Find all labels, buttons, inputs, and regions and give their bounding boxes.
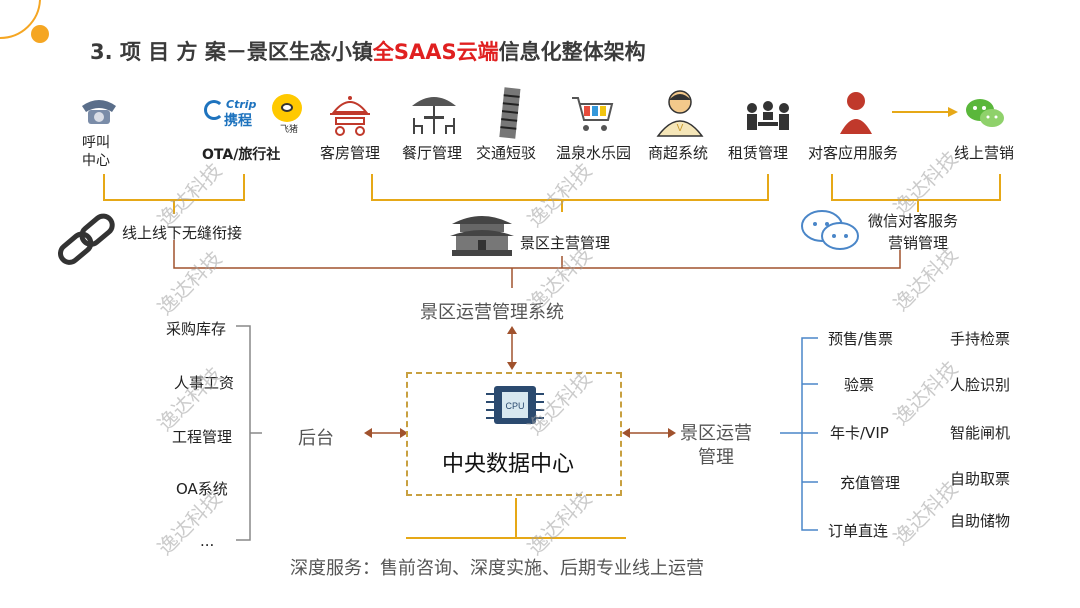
online-marketing-label: 线上营销 xyxy=(954,144,1015,162)
tower-icon xyxy=(499,87,521,139)
room-service-icon xyxy=(330,96,370,136)
customer-person-icon xyxy=(840,92,872,134)
data-center-box xyxy=(406,372,622,496)
deep-service-label: 深度服务：售前咨询、深度实施、后期专业线上运营 xyxy=(290,558,704,579)
data-center-label: 中央数据中心 xyxy=(442,452,575,477)
call-center-label: 呼叫 中心 xyxy=(82,135,110,169)
shopping-cart-icon xyxy=(572,97,614,131)
scenic-side-item: 自助取票 xyxy=(950,470,1011,488)
backend-item: 人事工资 xyxy=(174,374,235,392)
scenic-side-item: 自助储物 xyxy=(950,512,1011,530)
wechat-service-line2: 营销管理 xyxy=(888,234,949,252)
customer-service-label: 对客应用服务 xyxy=(808,144,899,162)
wechat-service-line1: 微信对客服务 xyxy=(868,212,959,230)
page-title: 3. 项 目 方 案－景区生态小镇全SAAS云端信息化整体架构 xyxy=(90,40,646,64)
backend-item: 采购库存 xyxy=(166,320,227,338)
scenic-side-item: 智能闸机 xyxy=(950,424,1011,442)
scenic-ops-line1: 景区运营 xyxy=(680,423,752,444)
backend-item: ... xyxy=(200,532,215,550)
chat-bubble-icon xyxy=(801,210,859,250)
scenic-ops-item: 预售/售票 xyxy=(828,330,894,348)
scenic-side-item: 人脸识别 xyxy=(950,376,1011,394)
scenic-ops-label: 景区运营 管理 xyxy=(680,422,752,470)
spa-label: 温泉水乐园 xyxy=(556,144,632,162)
corner-decoration xyxy=(0,0,49,43)
scenic-side-item: 手持检票 xyxy=(950,330,1011,348)
ops-system-label: 景区运营管理系统 xyxy=(420,302,564,323)
shop-label: 商超系统 xyxy=(648,144,709,162)
wechat-icon xyxy=(966,99,1004,127)
svg-text:V: V xyxy=(677,123,684,134)
rental-label: 租赁管理 xyxy=(728,144,789,162)
scenic-ops-item: 验票 xyxy=(844,376,875,394)
backend-label: 后台 xyxy=(298,428,334,449)
restaurant-icon xyxy=(412,97,456,134)
meeting-icon xyxy=(747,101,789,130)
transport-label: 交通短驳 xyxy=(476,144,537,162)
restaurant-label: 餐厅管理 xyxy=(402,144,463,162)
ctrip-logo: Ctrip 携程 xyxy=(204,98,268,129)
backend-item: OA系统 xyxy=(176,480,228,498)
link-icon xyxy=(58,213,115,265)
scenic-ops-line2: 管理 xyxy=(698,447,734,468)
svg-text:CPU: CPU xyxy=(505,401,524,411)
ota-label: OTA/旅行社 xyxy=(202,147,281,163)
scenic-ops-item: 充值管理 xyxy=(840,474,901,492)
palace-icon xyxy=(450,216,514,256)
cpu-chip-icon: CPU xyxy=(486,386,544,424)
backend-item: 工程管理 xyxy=(172,428,233,446)
rooms-label: 客房管理 xyxy=(320,144,381,162)
scenic-ops-item: 年卡/VIP xyxy=(830,424,889,442)
fliggy-logo: 飞猪 xyxy=(272,94,306,135)
telephone-icon xyxy=(82,100,116,124)
scenic-main-label: 景区主营管理 xyxy=(520,234,611,252)
scenic-ops-item: 订单直连 xyxy=(828,522,889,540)
shopkeeper-icon: V xyxy=(656,90,704,137)
wechat-service-label: 微信对客服务 营销管理 xyxy=(868,210,958,254)
seamless-label: 线上线下无缝衔接 xyxy=(122,224,243,242)
